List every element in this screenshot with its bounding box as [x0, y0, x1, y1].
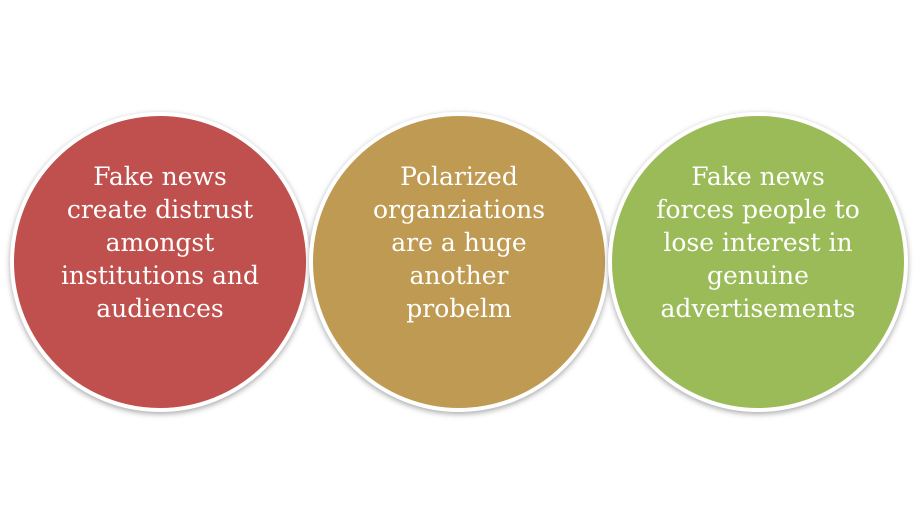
circle-distrust-text: Fake news create distrust amongst instit…: [60, 161, 260, 323]
circle-polarized-text: Polarized organziations are a huge anoth…: [372, 161, 546, 323]
circle-polarized: Polarized organziations are a huge anoth…: [309, 112, 609, 412]
circle-interest: Fake news forces people to lose interest…: [608, 112, 908, 412]
circle-distrust: Fake news create distrust amongst instit…: [10, 112, 310, 412]
circle-interest-text: Fake news forces people to lose interest…: [656, 161, 860, 323]
